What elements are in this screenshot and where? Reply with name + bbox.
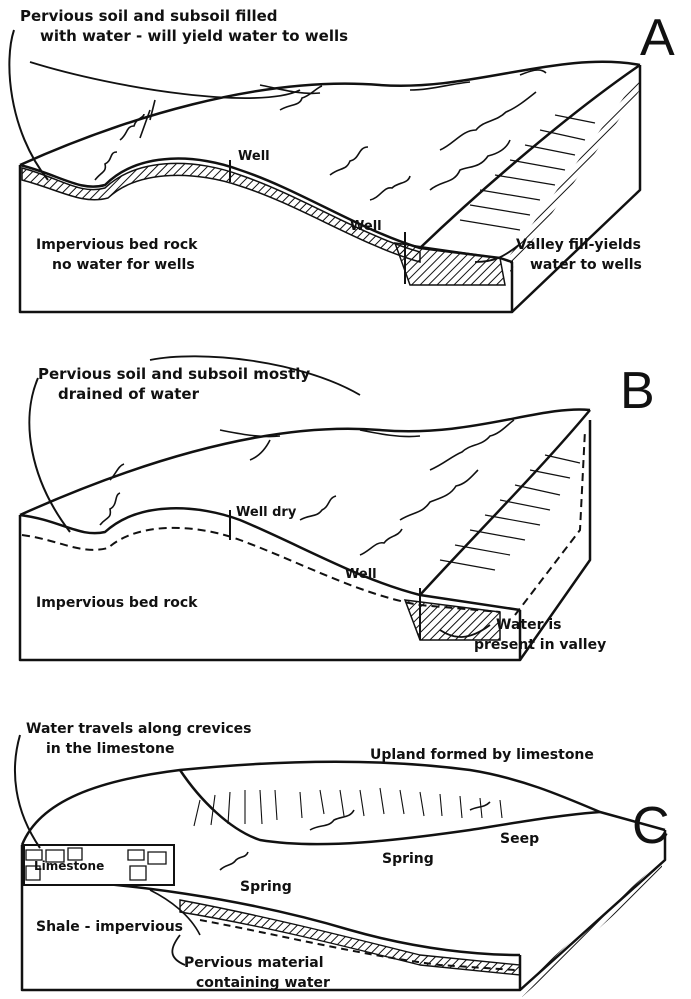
panel-a-letter: A <box>640 12 675 64</box>
panel-c-pervious-line1: Pervious material <box>184 956 324 971</box>
panel-c-pervious-line2: containing water <box>196 976 330 991</box>
panel-c-upland-label: Upland formed by limestone <box>370 748 594 763</box>
panel-a-vegetation <box>95 70 546 200</box>
panel-b-valley-bank <box>420 410 590 595</box>
panel-a-valley-line1: Valley fill-yields <box>516 238 641 253</box>
panel-b-water-line1: Water is <box>496 618 562 633</box>
panel-b-soil-label-line1: Pervious soil and subsoil mostly <box>38 366 310 383</box>
panel-a-leader-soil-2 <box>30 62 300 98</box>
panel-c-upland-top <box>22 762 665 845</box>
panel-b-water-line2: present in valley <box>474 638 606 653</box>
panel-b-well-label: Well <box>345 568 377 582</box>
panel-a-bedrock-line2: no water for wells <box>52 258 195 273</box>
panel-a-bedrock-line1: Impervious bed rock <box>36 238 197 253</box>
panel-c-seep-label: Seep <box>500 832 539 847</box>
panel-b-letter: B <box>620 365 655 417</box>
panel-c-limestone-label: Limestone <box>34 860 104 873</box>
panel-c-spring-left-label: Spring <box>240 880 292 895</box>
panel-c-letter: C <box>632 800 670 852</box>
panel-a-valley-line2: water to wells <box>530 258 642 273</box>
panel-c-slope-streaks <box>194 788 502 826</box>
panel-a-soil-label-line1: Pervious soil and subsoil filled <box>20 8 278 25</box>
panel-c-leader-crevice <box>15 735 40 848</box>
panel-b-well-dry-label: Well dry <box>236 506 296 520</box>
panel-c-spring-right-label: Spring <box>382 852 434 867</box>
panel-c-crevice-line2: in the limestone <box>46 742 174 757</box>
panel-c-crevice-line1: Water travels along crevices <box>26 722 252 737</box>
panel-b-bedrock-label: Impervious bed rock <box>36 596 197 611</box>
panel-b-horizon <box>20 409 590 515</box>
panel-a-well-lower-label: Well <box>350 220 382 234</box>
panel-a-well-upper-label: Well <box>238 150 270 164</box>
panel-a-leader-soil <box>9 30 48 180</box>
panel-a-soil-label-line2: with water - will yield water to wells <box>40 28 348 45</box>
panel-c-shale-label: Shale - impervious <box>36 920 183 935</box>
panel-c-side-hatch <box>522 860 662 997</box>
panel-b-vegetation <box>100 420 514 555</box>
panel-b-soil-label-line2: drained of water <box>58 386 199 403</box>
panel-a-valley-fill <box>395 243 505 285</box>
